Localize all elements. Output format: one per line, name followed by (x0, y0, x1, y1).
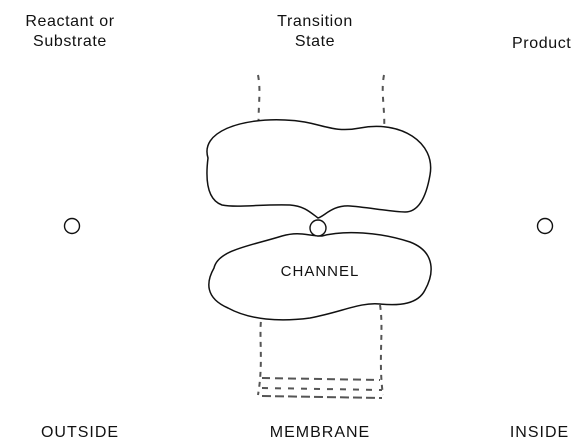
reactant-label-line1: Reactant or (25, 13, 115, 30)
inside-label: INSIDE (509, 424, 570, 441)
reactant-particle (63, 217, 81, 235)
transition-state-particle (309, 219, 327, 237)
product-particle (536, 217, 554, 235)
transition-state-label: Transition State (255, 12, 375, 52)
channel-upper-lobe (206, 119, 432, 219)
membrane-base-stipple-2 (261, 387, 383, 391)
channel-label: CHANNEL (280, 263, 360, 280)
membrane-base-stipple-1 (261, 377, 381, 381)
membrane-left-edge-bottom (257, 311, 263, 396)
transition-label-line1: Transition (277, 13, 353, 30)
membrane-base-stipple-3 (261, 395, 383, 399)
membrane-boundary-bottom (257, 304, 384, 399)
reactant-label: Reactant or Substrate (0, 12, 140, 52)
membrane-label: MEMBRANE (269, 424, 371, 441)
product-label: Product (512, 35, 572, 52)
reactant-label-line2: Substrate (33, 33, 107, 50)
channel-lower-lobe (208, 231, 432, 321)
membrane-right-edge-bottom (379, 304, 384, 396)
transition-label-line2: State (294, 33, 336, 50)
outside-label: OUTSIDE (40, 424, 120, 441)
